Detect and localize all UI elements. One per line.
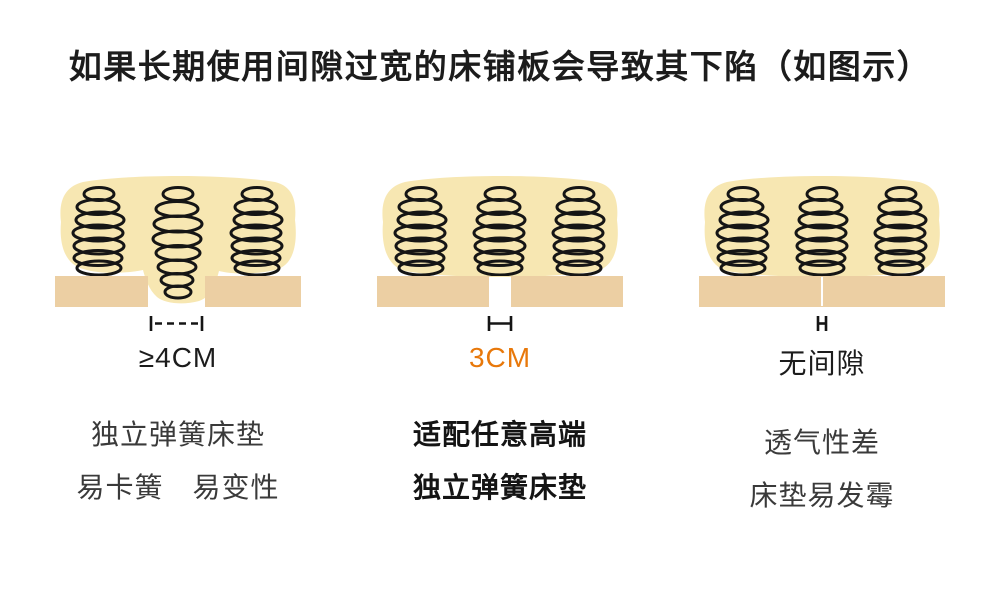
panel-description: 适配任意高端 独立弹簧床垫 xyxy=(413,408,587,514)
desc-line-1: 透气性差 xyxy=(763,427,880,458)
comparison-panels: ≥4CM 独立弹簧床垫 易卡簧 易变性 3CM xyxy=(0,170,1000,522)
gap-label: 无间隙 xyxy=(778,348,866,379)
desc-line-2: 独立弹簧床垫 xyxy=(412,472,587,503)
gap-label: ≥4CM xyxy=(138,342,218,373)
bed-slat-left xyxy=(55,276,148,307)
panel-description: 透气性差 床垫易发霉 xyxy=(749,416,894,522)
desc-line-2: 床垫易发霉 xyxy=(749,480,895,511)
panel-description: 独立弹簧床垫 易卡簧 易变性 xyxy=(76,408,279,514)
bed-slat-right xyxy=(511,276,623,307)
page-title: 如果长期使用间隙过宽的床铺板会导致其下陷（如图示） xyxy=(68,48,932,85)
panel-no-gap: 无间隙 透气性差 床垫易发霉 xyxy=(682,170,962,522)
desc-line-2: 易卡簧 易变性 xyxy=(76,472,280,503)
gap-measure-wide xyxy=(149,316,204,331)
gap-measure-none xyxy=(816,316,828,331)
bed-slat-left xyxy=(377,276,489,307)
panel-ideal-gap: 3CM 适配任意高端 独立弹簧床垫 xyxy=(360,170,640,522)
gap-measure-ideal xyxy=(487,316,513,331)
gap-label: 3CM xyxy=(468,342,532,373)
desc-line-1: 独立弹簧床垫 xyxy=(90,419,265,450)
mattress-diagram-ideal-gap xyxy=(377,176,623,331)
mattress-diagram-no-gap xyxy=(699,176,945,331)
desc-line-1: 适配任意高端 xyxy=(412,419,587,450)
panel-wide-gap: ≥4CM 独立弹簧床垫 易卡簧 易变性 xyxy=(38,170,318,522)
bed-slat-right xyxy=(205,276,301,307)
mattress-diagram-wide-gap xyxy=(55,176,301,331)
